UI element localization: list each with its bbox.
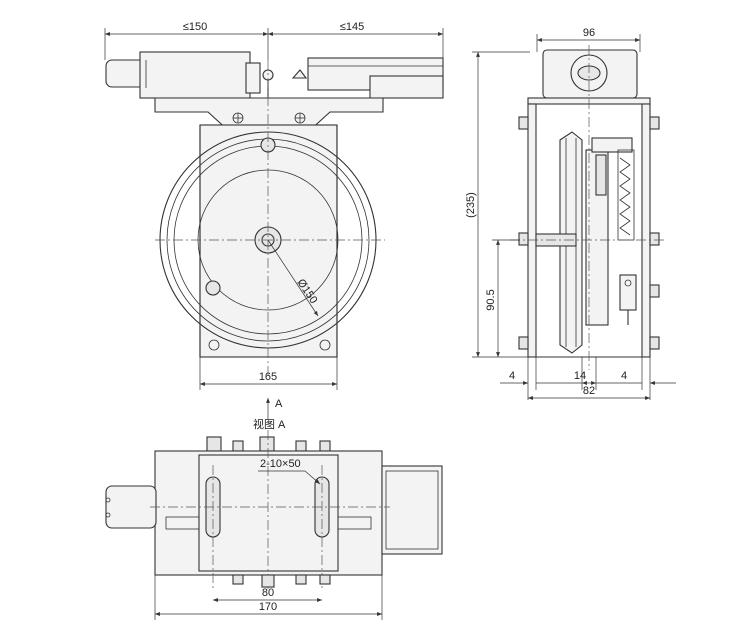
dim-axis-90-5: 90.5: [485, 289, 497, 310]
dim-top-96: 96: [583, 27, 595, 39]
spring-icon: [619, 157, 631, 236]
dim-width-82: 82: [583, 385, 595, 397]
view-a: 视图 A 2-10×50: [105, 417, 443, 620]
slot-callout: 2-10×50: [260, 458, 301, 470]
side-plate-right: [641, 103, 651, 358]
dim-4-left: 4: [509, 370, 515, 382]
view-a-title: 视图 A: [253, 417, 286, 431]
dim-right-145: ≤145: [340, 21, 364, 33]
front-view: ≤150 ≤145: [104, 21, 444, 420]
dim-4-right: 4: [621, 370, 627, 382]
dim-14: 14: [574, 370, 586, 382]
dim-width-165: 165: [259, 371, 277, 383]
side-plate-left: [527, 103, 537, 358]
actuator-body: [139, 51, 251, 99]
view-arrow-label: A: [275, 398, 283, 410]
actuator-end: [105, 485, 157, 529]
trip-tip-icon: [291, 69, 308, 79]
right-housing: [381, 465, 443, 555]
dim-left-150: ≤150: [183, 21, 207, 33]
dim-170: 170: [259, 601, 277, 613]
adjust-bolt-icon: [205, 280, 221, 296]
side-view: 96: [465, 27, 676, 400]
dim-height-235: (235): [465, 192, 477, 218]
dim-80: 80: [262, 587, 274, 599]
